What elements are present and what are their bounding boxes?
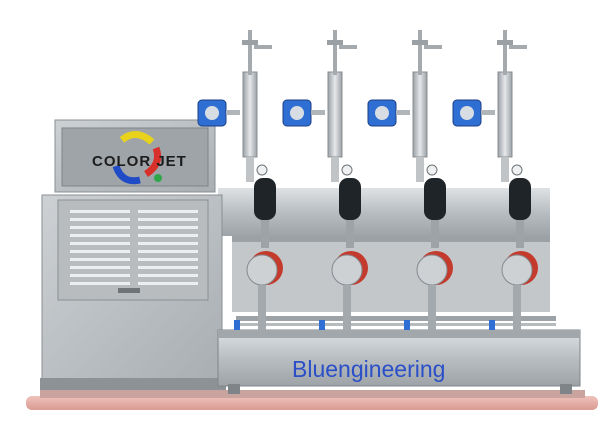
- side-valve: [254, 45, 272, 49]
- brand-label: Bluengineering: [292, 356, 446, 382]
- color-jet-logo: [112, 131, 162, 185]
- pump-face: [501, 254, 533, 286]
- side-valve: [509, 45, 527, 49]
- bottle-pipe: [431, 220, 439, 248]
- dye-bottle: [509, 178, 531, 220]
- transmitter-display: [205, 106, 219, 120]
- dye-bottle: [424, 178, 446, 220]
- vent-slot: [138, 282, 198, 285]
- vent-slot: [70, 226, 130, 229]
- station-2: [282, 30, 368, 330]
- manifold-pipes: [236, 316, 556, 326]
- vent-slot: [138, 234, 198, 237]
- side-valve: [424, 45, 442, 49]
- column-tube: [327, 71, 343, 158]
- vent-slot: [138, 274, 198, 277]
- pressure-gauge-icon: [511, 164, 523, 176]
- drain-valve-icon: [319, 320, 325, 330]
- cabinet-vents: [70, 210, 198, 285]
- transmitter-mount: [481, 110, 495, 115]
- transmitter-display: [375, 106, 389, 120]
- vent-slot: [138, 242, 198, 245]
- base-plinth: [26, 390, 598, 410]
- pressure-gauge-icon: [341, 164, 353, 176]
- pressure-gauge-icon: [256, 164, 268, 176]
- vent-slot: [70, 274, 130, 277]
- drip-trough: [217, 329, 581, 394]
- column-tube: [242, 71, 258, 158]
- transmitter-mount: [396, 110, 410, 115]
- top-pipe: [333, 30, 337, 75]
- pump-face: [416, 254, 448, 286]
- bottle-pipe: [346, 220, 354, 248]
- station-3: [367, 30, 453, 330]
- pump-face: [331, 254, 363, 286]
- bottle-pipe: [261, 220, 269, 248]
- logo-text: COLOR JET: [92, 153, 187, 170]
- top-pipe: [418, 30, 422, 75]
- transmitter-display: [460, 106, 474, 120]
- vent-slot: [70, 242, 130, 245]
- drain-valve-icon: [489, 320, 495, 330]
- column-tube: [497, 71, 513, 158]
- vent-slot: [70, 282, 130, 285]
- vent-slot: [70, 218, 130, 221]
- lower-pipe: [331, 157, 339, 182]
- drain-valve-icon: [404, 320, 410, 330]
- dyeing-stations: [197, 30, 538, 330]
- pump-outlet: [428, 285, 436, 330]
- lower-pipe: [501, 157, 509, 182]
- pump-outlet: [343, 285, 351, 330]
- top-valve: [497, 40, 513, 45]
- lower-pipe: [246, 157, 254, 182]
- pump-outlet: [258, 285, 266, 330]
- vent-slot: [138, 210, 198, 213]
- drain-valve-icon: [234, 320, 240, 330]
- pressure-gauge-icon: [426, 164, 438, 176]
- bottle-pipe: [516, 220, 524, 248]
- top-valve: [327, 40, 343, 45]
- station-4: [452, 30, 538, 330]
- station-1: [197, 30, 283, 330]
- column-tube: [412, 71, 428, 158]
- vent-slot: [70, 234, 130, 237]
- top-pipe: [248, 30, 252, 75]
- vent-slot: [138, 250, 198, 253]
- dye-bottle: [339, 178, 361, 220]
- vent-slot: [70, 210, 130, 213]
- transmitter-mount: [311, 110, 325, 115]
- transmitter-display: [290, 106, 304, 120]
- dye-bottle: [254, 178, 276, 220]
- top-pipe: [503, 30, 507, 75]
- pump-face: [246, 254, 278, 286]
- lower-pipe: [416, 157, 424, 182]
- vent-slot: [138, 226, 198, 229]
- vent-slot: [70, 250, 130, 253]
- vent-slot: [70, 266, 130, 269]
- vent-slot: [138, 266, 198, 269]
- vent-slot: [138, 258, 198, 261]
- pump-outlet: [513, 285, 521, 330]
- transmitter-mount: [226, 110, 240, 115]
- top-valve: [412, 40, 428, 45]
- top-valve: [242, 40, 258, 45]
- vent-slot: [70, 258, 130, 261]
- side-valve: [339, 45, 357, 49]
- vent-slot: [138, 218, 198, 221]
